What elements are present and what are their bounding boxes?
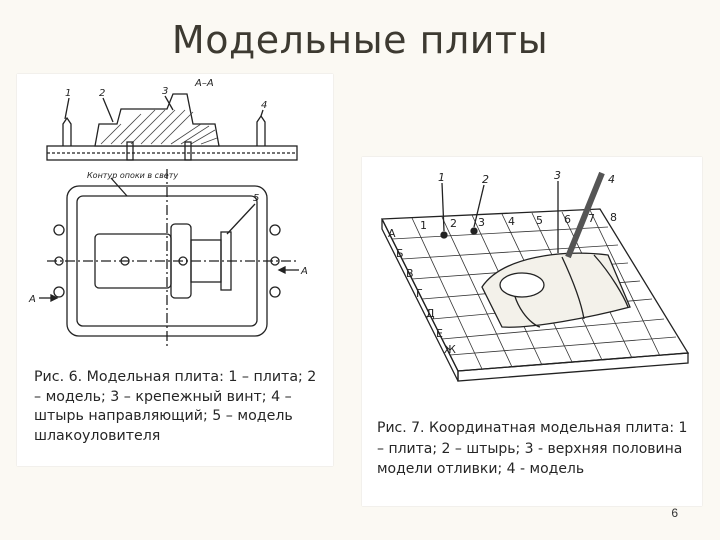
page-number: 6 — [671, 506, 678, 520]
figure-6-panel: 1 2 3 4 5 А–А Контур опоки в свету А А Р… — [17, 74, 333, 466]
col-label: 3 — [478, 216, 485, 229]
casting-model — [481, 252, 631, 328]
row-label: Д — [426, 307, 435, 320]
col-label: 4 — [508, 215, 515, 228]
figure-7-panel: 1 2 3 4 А Б В Г Д Е Ж 1 2 3 4 5 6 7 8 Ри… — [362, 157, 702, 506]
grid-col-labels: 1 2 3 4 5 6 7 8 — [420, 211, 617, 232]
callout-4: 4 — [261, 100, 267, 111]
side-label-left: А — [28, 294, 36, 305]
col-label: 7 — [588, 212, 595, 225]
col-label: 2 — [450, 217, 457, 230]
callout-2: 2 — [99, 88, 105, 99]
slide-title: Модельные плиты — [171, 18, 549, 62]
col-label: 5 — [536, 214, 543, 227]
row-label: Ж — [444, 343, 456, 356]
row-label: Б — [396, 247, 404, 260]
contour-label: Контур опоки в свету — [87, 171, 178, 180]
figure-7-drawing: 1 2 3 4 А Б В Г Д Е Ж 1 2 3 4 5 6 7 8 — [380, 169, 690, 382]
f7-callout-2: 2 — [482, 173, 489, 186]
row-label: А — [388, 227, 396, 240]
col-label: 8 — [610, 211, 617, 224]
figure-6-drawing: 1 2 3 4 5 А–А Контур опоки в свету А А — [28, 78, 308, 349]
callout-5: 5 — [253, 193, 259, 204]
row-label: В — [406, 267, 414, 280]
figure-6-caption: Рис. 6. Модельная плита: 1 – плита; 2 – … — [34, 369, 317, 444]
f7-callout-4: 4 — [608, 173, 615, 186]
guide-pin-right — [256, 114, 266, 146]
f7-callout-3: 3 — [554, 169, 561, 182]
row-label: Г — [416, 287, 423, 300]
grid-row-labels: А Б В Г Д Е Ж — [388, 227, 456, 356]
f7-callout-1: 1 — [438, 171, 445, 184]
section-label: А–А — [194, 78, 214, 89]
col-label: 6 — [564, 213, 571, 226]
row-label: Е — [436, 327, 443, 340]
figure-7-caption: Рис. 7. Координатная модельная плита: 1 … — [377, 420, 688, 477]
col-label: 1 — [420, 219, 427, 232]
guide-pin-left — [62, 116, 72, 146]
callout-1: 1 — [65, 88, 71, 99]
callout-3: 3 — [162, 86, 168, 97]
side-label-right: А — [300, 266, 308, 277]
